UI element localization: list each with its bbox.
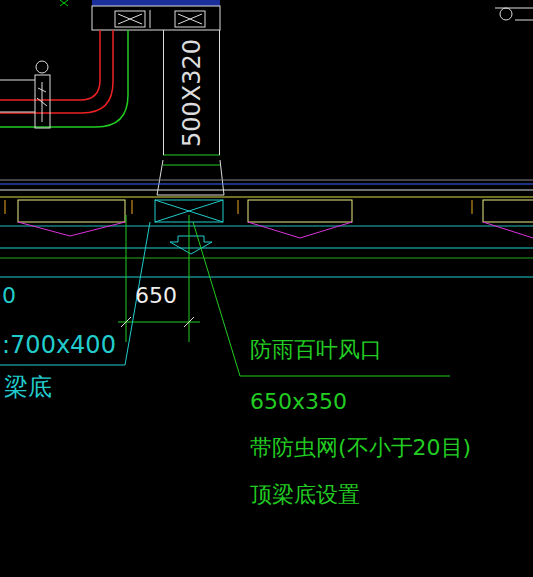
airflow-arrow — [170, 236, 212, 254]
dimension-value: 650 — [135, 284, 177, 308]
level-line — [0, 248, 533, 249]
pipe-green — [0, 30, 128, 127]
fan-symbol — [115, 11, 145, 27]
level-line — [0, 277, 533, 278]
level-line — [0, 226, 533, 227]
duct: 500X320 — [163, 30, 220, 155]
note: 梁底 — [4, 374, 52, 400]
mark — [60, 0, 68, 6]
level-line — [0, 180, 533, 181]
ceiling-units — [5, 200, 533, 238]
callout-note: 650x350 — [250, 390, 347, 414]
valve — [36, 61, 48, 73]
pipe-red — [0, 30, 113, 113]
leader-line — [193, 222, 450, 376]
callout-note: 顶梁底设置 — [250, 483, 360, 507]
damper — [37, 82, 47, 122]
note: 0 — [2, 284, 16, 308]
callout-note: 防雨百叶风口 — [250, 338, 382, 362]
unit-band — [92, 0, 220, 6]
unit-frame — [92, 6, 220, 30]
dimension-line — [118, 215, 200, 342]
pipe-grey — [0, 80, 35, 112]
fan-symbol — [175, 11, 205, 27]
level-line — [0, 197, 533, 198]
callout-note: 带防虫网(不小于20目) — [250, 436, 471, 460]
symbol — [495, 8, 533, 20]
fan-symbol — [118, 14, 142, 24]
divider — [150, 10, 151, 28]
size-note: :700x400 — [2, 332, 116, 358]
level-line — [0, 190, 533, 191]
fan-symbol — [178, 14, 202, 24]
duct-line — [163, 155, 220, 165]
leader-line — [0, 222, 150, 365]
damper — [35, 75, 50, 128]
level-line — [0, 184, 533, 185]
level-line — [0, 258, 533, 259]
duct-size: 500X320 — [178, 38, 206, 146]
